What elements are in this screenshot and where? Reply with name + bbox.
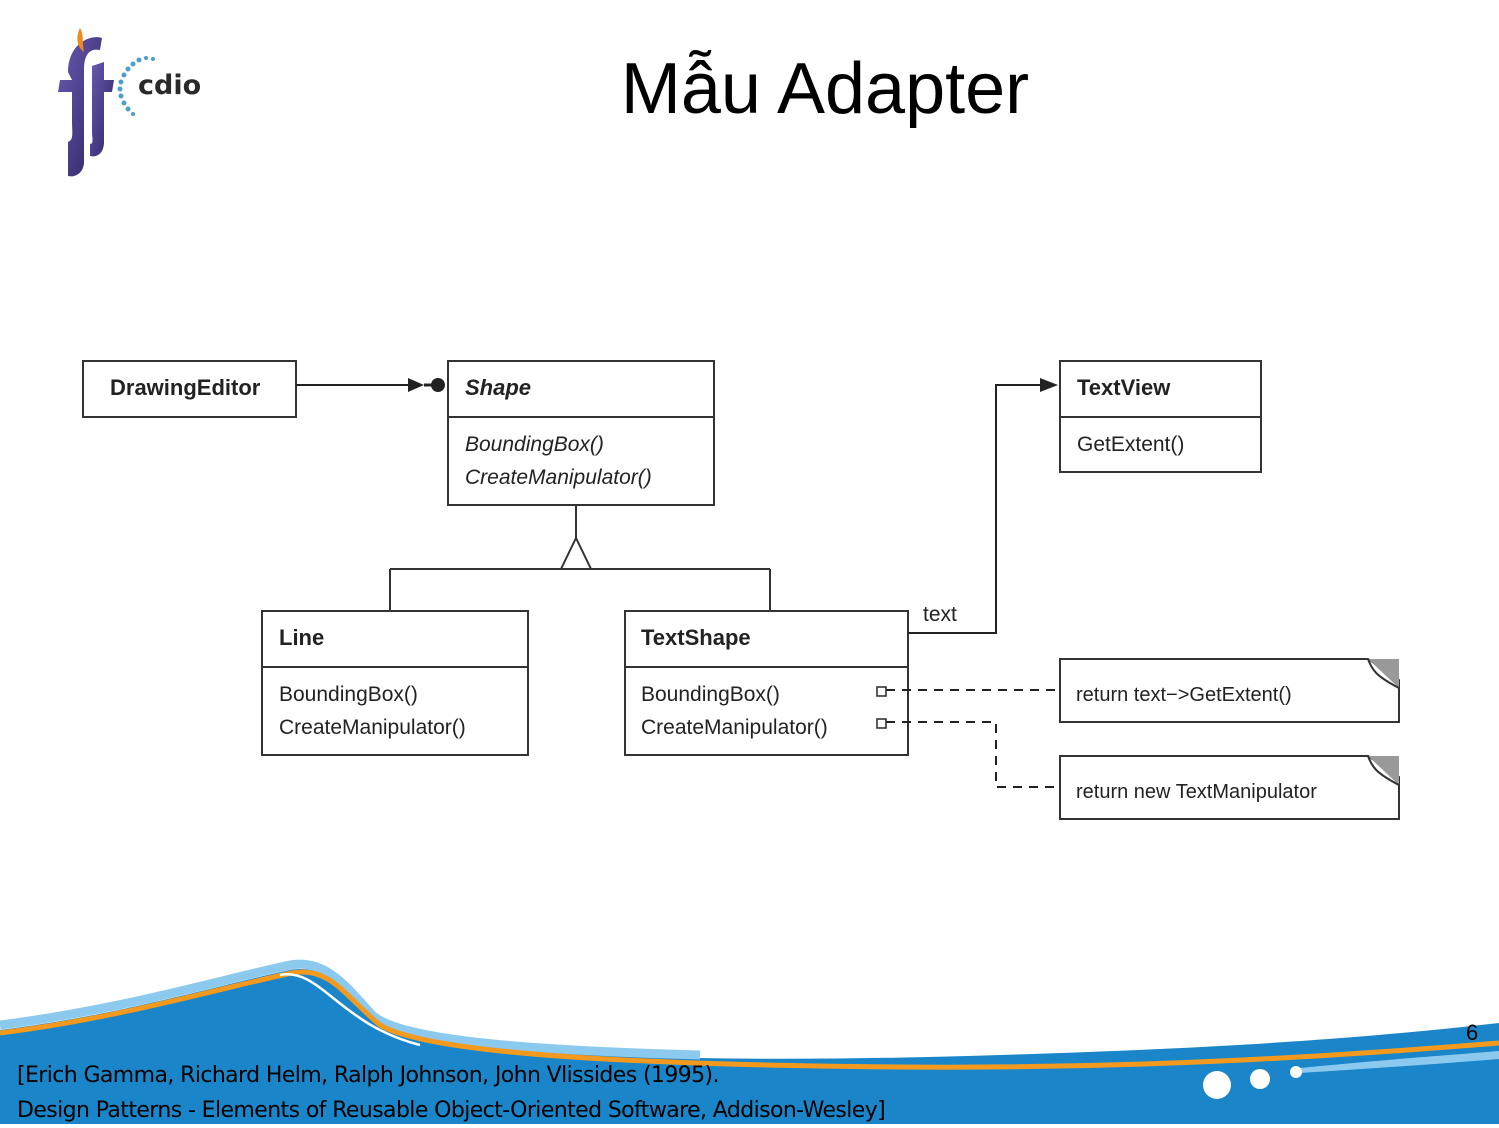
class-shape-op-boundingbox: BoundingBox() xyxy=(465,433,604,456)
adapter-class-diagram: DrawingEditor Shape BoundingBox() Create… xyxy=(82,360,1400,820)
class-textview-op-getextent: GetExtent() xyxy=(1077,433,1184,456)
class-line: Line BoundingBox() CreateManipulator() xyxy=(261,610,529,756)
note-textmanipulator-text: return new TextManipulator xyxy=(1076,781,1317,803)
citation-line-1: [Erich Gamma, Richard Helm, Ralph Johnso… xyxy=(17,1063,720,1088)
note-anchor-icon xyxy=(876,686,887,697)
class-drawingeditor: DrawingEditor xyxy=(82,360,297,418)
class-textshape-op-boundingbox: BoundingBox() xyxy=(641,683,780,706)
association-label-text: text xyxy=(923,603,957,626)
class-textshape: TextShape BoundingBox() CreateManipulato… xyxy=(624,610,909,756)
citation: [Erich Gamma, Richard Helm, Ralph Johnso… xyxy=(17,1058,886,1128)
inheritance-tree xyxy=(389,505,771,611)
logo-cdio-text: cdio xyxy=(138,70,202,101)
class-textshape-op-createmanipulator: CreateManipulator() xyxy=(641,716,828,739)
class-line-op-createmanipulator: CreateManipulator() xyxy=(279,716,466,739)
class-shape-name: Shape xyxy=(465,375,531,400)
class-line-name: Line xyxy=(279,625,324,650)
association-drawingeditor-shape xyxy=(296,378,445,392)
class-drawingeditor-name: DrawingEditor xyxy=(110,375,261,400)
class-line-op-boundingbox: BoundingBox() xyxy=(279,683,418,706)
footer-wave-decoration xyxy=(0,959,1499,1124)
note-getextent-text: return text−>GetExtent() xyxy=(1076,684,1292,706)
note-getextent: return text−>GetExtent() xyxy=(1059,658,1400,723)
class-shape-op-createmanipulator: CreateManipulator() xyxy=(465,466,652,489)
citation-line-2: Design Patterns - Elements of Reusable O… xyxy=(17,1098,886,1123)
slide-title: Mẫu Adapter xyxy=(620,49,1030,129)
note-links xyxy=(886,689,1060,788)
class-textview: TextView GetExtent() xyxy=(1059,360,1262,473)
fit-cdio-logo xyxy=(40,22,240,187)
association-textshape-textview: text xyxy=(908,378,1058,634)
page-number: 6 xyxy=(1466,1020,1479,1045)
class-textview-name: TextView xyxy=(1077,375,1171,400)
note-anchor-icon xyxy=(876,718,887,729)
class-shape: Shape BoundingBox() CreateManipulator() xyxy=(447,360,715,506)
note-textmanipulator: return new TextManipulator xyxy=(1059,755,1400,820)
class-textshape-name: TextShape xyxy=(641,625,751,650)
fit-logo-icon xyxy=(58,28,155,177)
